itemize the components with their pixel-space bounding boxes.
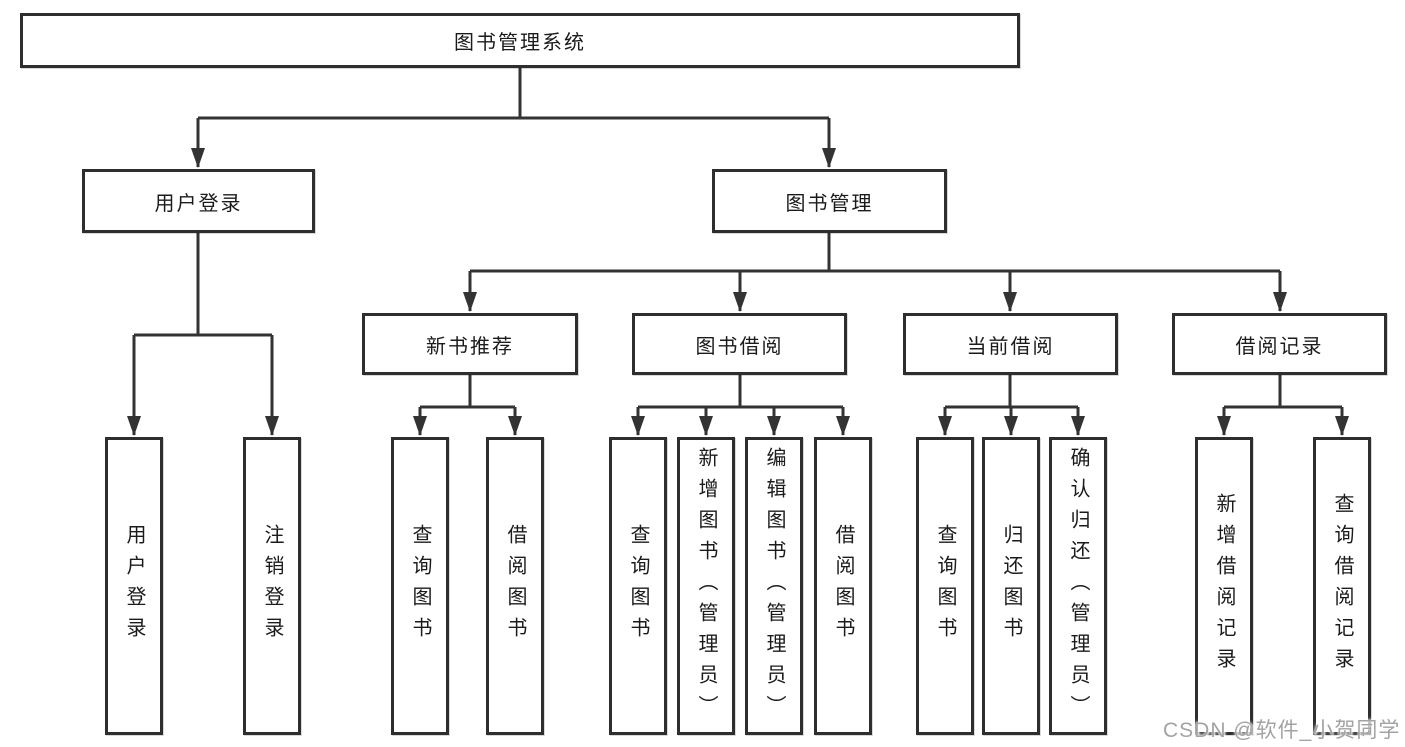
- node-book-management: 图书管理: [712, 169, 947, 233]
- leaf-borrow-book-recommend: 借阅图书: [486, 437, 544, 735]
- node-new-book-recommend: 新书推荐: [362, 313, 578, 375]
- leaf-return-book: 归还图书: [982, 437, 1040, 735]
- leaf-user-login: 用户登录: [105, 437, 163, 735]
- edges-user-login: [127, 233, 279, 436]
- edges-book-borrow: [631, 375, 850, 436]
- node-user-login: 用户登录: [82, 169, 315, 233]
- edges-borrow-record: [1217, 375, 1349, 436]
- csdn-watermark: CSDN @软件_小贺同学: [1163, 719, 1401, 742]
- edges-new-book-rec: [413, 375, 522, 436]
- leaf-query-book-current: 查询图书: [916, 437, 974, 735]
- leaf-confirm-return-admin: 确认归还（管理员）: [1049, 437, 1107, 735]
- leaf-query-book-recommend: 查询图书: [391, 437, 449, 735]
- edges-root: [191, 68, 836, 168]
- leaf-borrow-book: 借阅图书: [814, 437, 872, 735]
- edges-book-mgmt: [463, 233, 1287, 312]
- leaf-logout: 注销登录: [243, 437, 301, 735]
- leaf-add-borrow-record: 新增借阅记录: [1195, 437, 1253, 735]
- leaf-query-borrow-record: 查询借阅记录: [1313, 437, 1371, 735]
- node-library-management-system: 图书管理系统: [20, 13, 1020, 68]
- leaf-edit-book-admin: 编辑图书（管理员）: [745, 437, 803, 735]
- node-borrowing-records: 借阅记录: [1172, 313, 1387, 375]
- node-book-borrowing: 图书借阅: [632, 313, 847, 375]
- leaf-add-book-admin: 新增图书（管理员）: [677, 437, 735, 735]
- leaf-query-book-borrowing: 查询图书: [609, 437, 667, 735]
- edges-current-borrow: [938, 375, 1085, 436]
- node-current-borrowing: 当前借阅: [903, 313, 1118, 375]
